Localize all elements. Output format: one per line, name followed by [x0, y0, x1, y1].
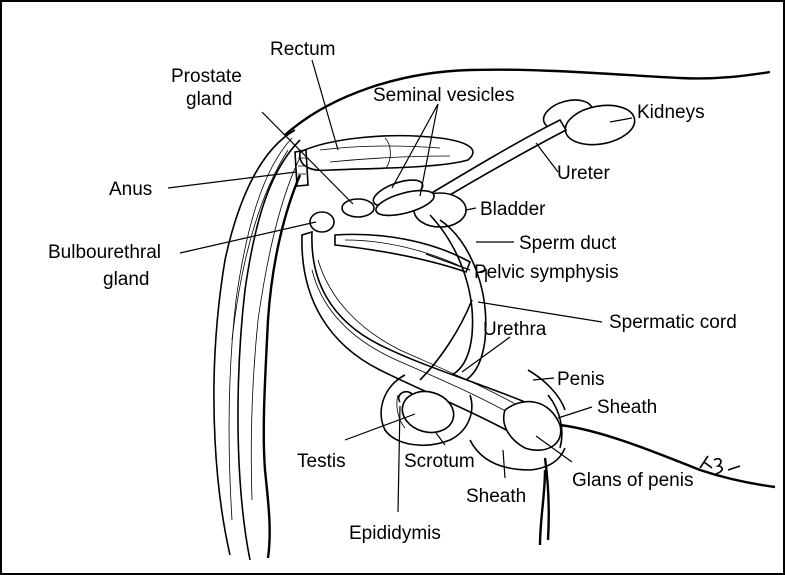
leader-sheath-bottom — [503, 450, 505, 478]
leader-ureter — [536, 143, 558, 172]
label-rectum: Rectum — [270, 39, 335, 60]
label-testis: Testis — [297, 451, 346, 472]
label-scrotum: Scrotum — [404, 451, 475, 472]
label-kidneys: Kidneys — [637, 102, 705, 123]
label-pelvic-symphysis: Pelvic symphysis — [474, 262, 619, 283]
label-prostate-line1: Prostate — [171, 66, 242, 87]
leader-sheath-right — [558, 407, 592, 418]
label-ureter: Ureter — [557, 163, 610, 184]
leader-anus — [168, 172, 296, 188]
label-prostate-line2: gland — [186, 89, 233, 110]
label-bulbourethral-line2: gland — [103, 269, 150, 290]
label-bulbourethral-line1: Bulbourethral — [48, 242, 161, 263]
label-sheath-right: Sheath — [597, 397, 657, 418]
label-sheath-bottom: Sheath — [466, 486, 526, 507]
leader-penis — [533, 378, 554, 380]
label-spermatic-cord: Spermatic cord — [609, 312, 737, 333]
leader-bladder — [466, 208, 476, 210]
label-bladder: Bladder — [480, 199, 546, 220]
label-anus: Anus — [109, 179, 152, 200]
leader-rectum — [312, 60, 338, 150]
label-epididymis: Epididymis — [349, 523, 441, 544]
label-seminal-vesicles: Seminal vesicles — [373, 85, 515, 106]
label-glans-of-penis: Glans of penis — [572, 470, 693, 491]
label-penis: Penis — [557, 369, 605, 390]
leader-urethra — [462, 337, 510, 372]
leader-epididymis — [398, 406, 400, 512]
label-urethra: Urethra — [483, 319, 547, 340]
label-sperm-duct: Sperm duct — [519, 233, 617, 254]
